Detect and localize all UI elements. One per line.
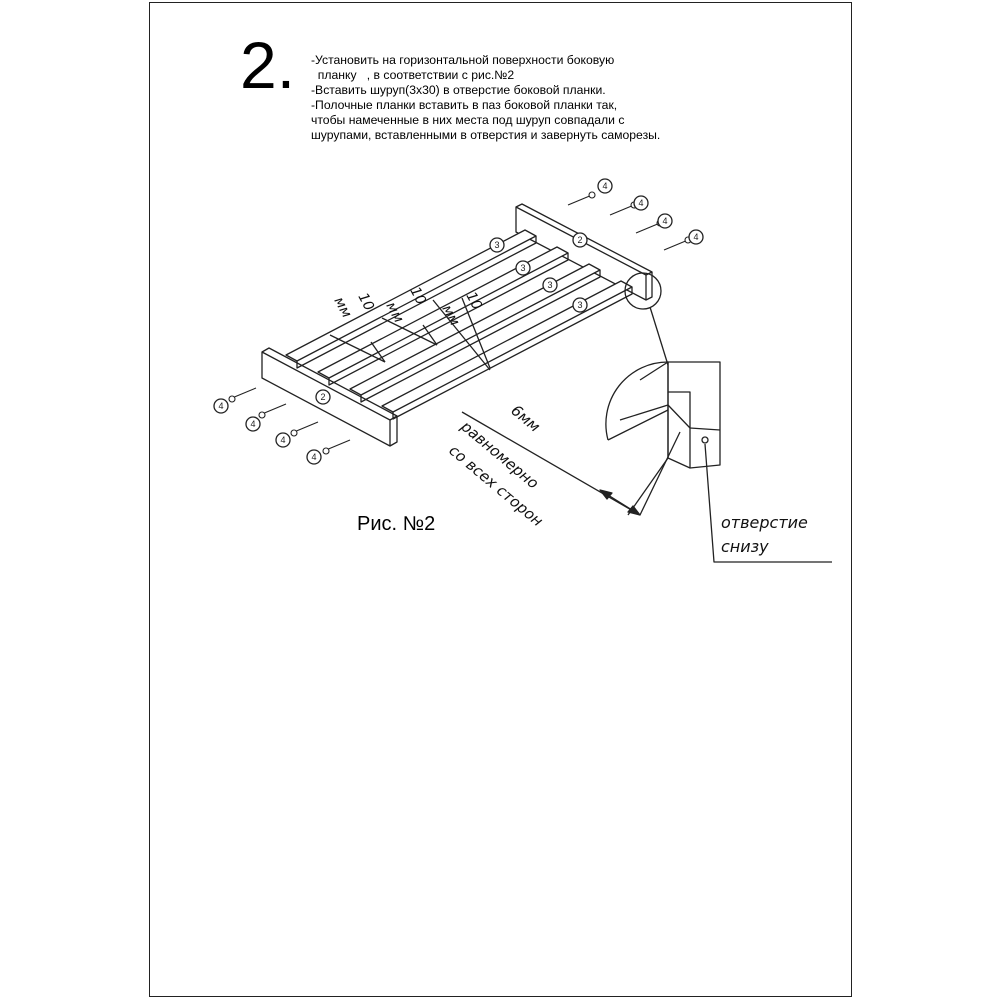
detail-note-bottom: снизу <box>721 537 769 556</box>
marker-label-screw: 4 <box>218 401 223 411</box>
marker-label-side-plank: 2 <box>577 235 582 245</box>
step-number: 2. <box>240 28 296 102</box>
marker-label-screw: 4 <box>602 181 607 191</box>
marker-label-screw: 4 <box>638 198 643 208</box>
dimension-unit: мм <box>330 294 354 321</box>
page-frame <box>149 2 852 997</box>
screw-group-front <box>228 387 351 455</box>
marker-label-shelf-plank: 3 <box>494 240 499 250</box>
detail-marker-circle <box>624 272 662 310</box>
marker-label-screw: 4 <box>693 232 698 242</box>
marker-label-screw: 4 <box>311 452 316 462</box>
instruction-line: шурупами, вставленными в отверстия и зав… <box>311 128 661 142</box>
instruction-line: -Полочные планки вставить в паз боковой … <box>311 98 618 112</box>
marker-label-screw: 4 <box>250 419 255 429</box>
detail-view <box>605 361 832 563</box>
instruction-line: планку , в соответствии с рис.№2 <box>311 68 515 82</box>
dimension-value: 10 <box>462 289 485 312</box>
instruction-line: -Вставить шуруп(3х30) в отверстие боково… <box>311 83 606 97</box>
hole-icon <box>701 436 709 444</box>
shelf-planks <box>285 229 633 420</box>
detail-leader-line <box>649 306 669 366</box>
marker-label-shelf-plank: 3 <box>577 300 582 310</box>
marker-label-shelf-plank: 3 <box>520 263 525 273</box>
dimension-value: 10 <box>354 290 377 313</box>
marker-label-screw: 4 <box>662 216 667 226</box>
callout-6mm: 6мм <box>507 401 543 435</box>
dimension-value: 10 <box>406 284 429 307</box>
dimension-10mm-lines <box>329 297 491 371</box>
instruction-line: чтобы намеченные в них места под шуруп с… <box>311 113 625 127</box>
marker-label-screw: 4 <box>280 435 285 445</box>
dimension-6mm <box>461 411 641 516</box>
detail-note-hole: отверстие <box>721 513 808 532</box>
marker-label-side-plank: 2 <box>320 392 325 402</box>
instruction-line: -Установить на горизонтальной поверхност… <box>311 53 615 67</box>
step-instructions: -Установить на горизонтальной поверхност… <box>311 53 731 143</box>
part-markers <box>213 178 704 465</box>
marker-label-shelf-plank: 3 <box>547 280 552 290</box>
figure-caption: Рис. №2 <box>357 513 436 535</box>
